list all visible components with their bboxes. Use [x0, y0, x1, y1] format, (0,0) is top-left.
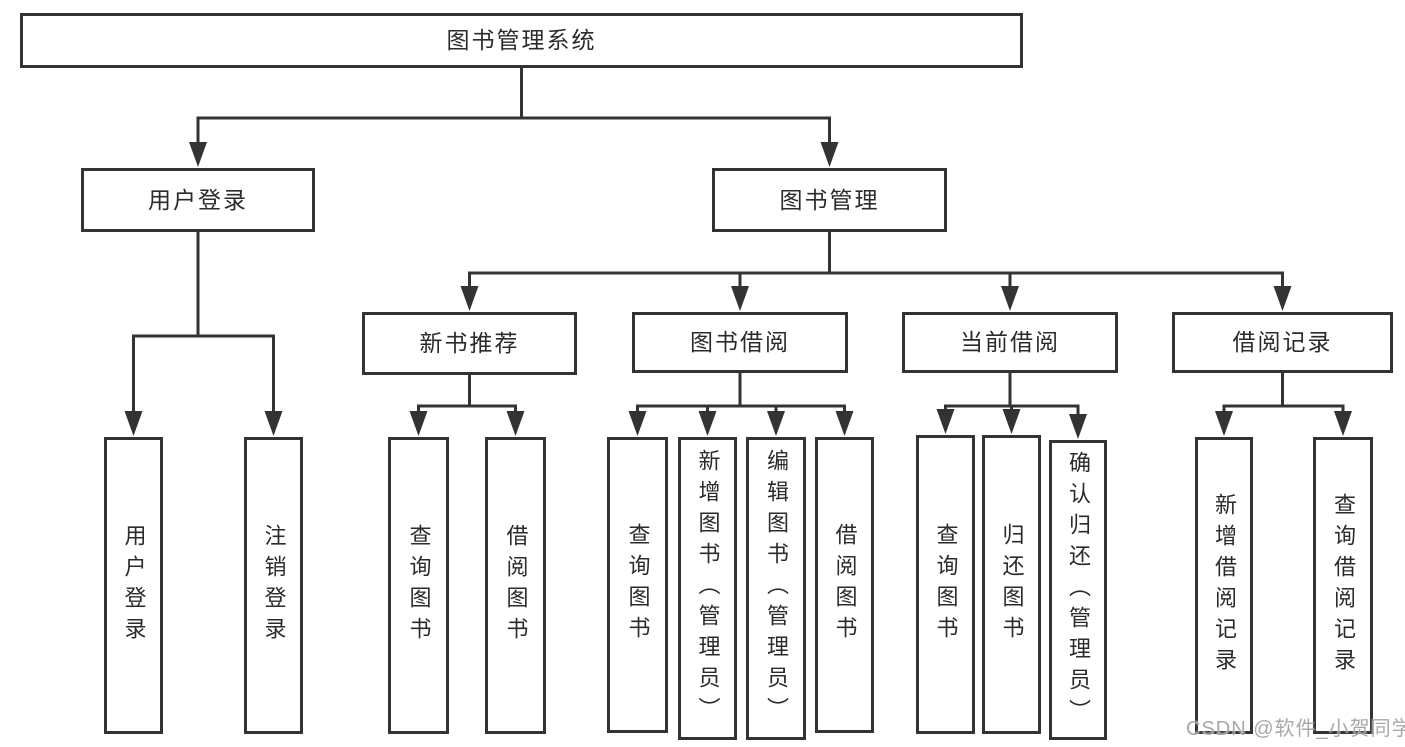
leaf-cb-confirm-return-admin-label: 确认归还（管理员）: [1066, 450, 1091, 730]
leaf-br-query-record: 查询借阅记录: [1313, 437, 1373, 734]
edge-root-level2: [196, 66, 831, 146]
edge-newbook-leaves: [417, 373, 517, 415]
node-current-borrow: 当前借阅: [902, 312, 1118, 373]
leaf-cb-query-books: 查询图书: [916, 435, 975, 734]
node-root: 图书管理系统: [20, 13, 1023, 68]
leaf-logout-label: 注销登录: [261, 523, 287, 648]
leaf-bb-add-books-admin-label: 新增图书（管理员）: [695, 449, 721, 728]
leaf-nb-query-books-label: 查询图书: [406, 523, 432, 648]
leaf-bb-edit-books-admin: 编辑图书（管理员）: [746, 437, 806, 740]
leaf-nb-borrow-books: 借阅图书: [485, 437, 546, 734]
leaf-logout: 注销登录: [244, 437, 303, 734]
leaf-cb-return-books: 归还图书: [982, 435, 1041, 734]
leaf-cb-query-books-label: 查询图书: [933, 522, 959, 647]
edge-currentborrow-leaves: [944, 371, 1080, 418]
csdn-watermark: CSDN @软件_小贺同学: [1186, 718, 1405, 740]
leaf-br-add-record: 新增借阅记录: [1195, 437, 1253, 734]
leaf-user-login-label: 用户登录: [121, 523, 147, 648]
node-new-book-rec: 新书推荐: [362, 312, 577, 375]
leaf-bb-borrow-books: 借阅图书: [815, 437, 874, 733]
node-book-borrow-label: 图书借阅: [690, 329, 790, 355]
node-new-book-rec-label: 新书推荐: [419, 330, 520, 356]
leaf-bb-borrow-books-label: 借阅图书: [832, 523, 858, 647]
leaf-bb-query-books: 查询图书: [607, 437, 668, 733]
leaf-cb-return-books-label: 归还图书: [999, 522, 1025, 647]
node-borrow-record-label: 借阅记录: [1232, 329, 1333, 355]
edge-userlogin-leaves: [132, 230, 275, 415]
leaf-bb-edit-books-admin-label: 编辑图书（管理员）: [764, 449, 789, 728]
leaf-nb-query-books: 查询图书: [388, 437, 449, 734]
leaf-bb-add-books-admin: 新增图书（管理员）: [678, 437, 737, 740]
leaf-br-add-record-label: 新增借阅记录: [1212, 492, 1237, 679]
node-root-label: 图书管理系统: [446, 27, 597, 53]
node-book-mgmt-label: 图书管理: [779, 186, 880, 213]
leaf-cb-confirm-return-admin: 确认归还（管理员）: [1049, 440, 1107, 740]
leaf-user-login: 用户登录: [104, 437, 163, 734]
node-book-mgmt: 图书管理: [712, 168, 947, 232]
edge-borrowrecord-leaves: [1222, 371, 1345, 415]
leaf-br-query-record-label: 查询借阅记录: [1331, 492, 1356, 679]
node-current-borrow-label: 当前借阅: [960, 329, 1060, 355]
node-user-login-label: 用户登录: [148, 186, 248, 213]
node-book-borrow: 图书借阅: [632, 312, 848, 373]
edge-bookborrow-leaves: [636, 371, 846, 415]
edge-bookmgmt-level3: [468, 230, 1284, 290]
leaf-nb-borrow-books-label: 借阅图书: [503, 523, 529, 648]
node-borrow-record: 借阅记录: [1172, 312, 1393, 373]
leaf-bb-query-books-label: 查询图书: [625, 523, 651, 647]
node-user-login: 用户登录: [81, 168, 315, 232]
